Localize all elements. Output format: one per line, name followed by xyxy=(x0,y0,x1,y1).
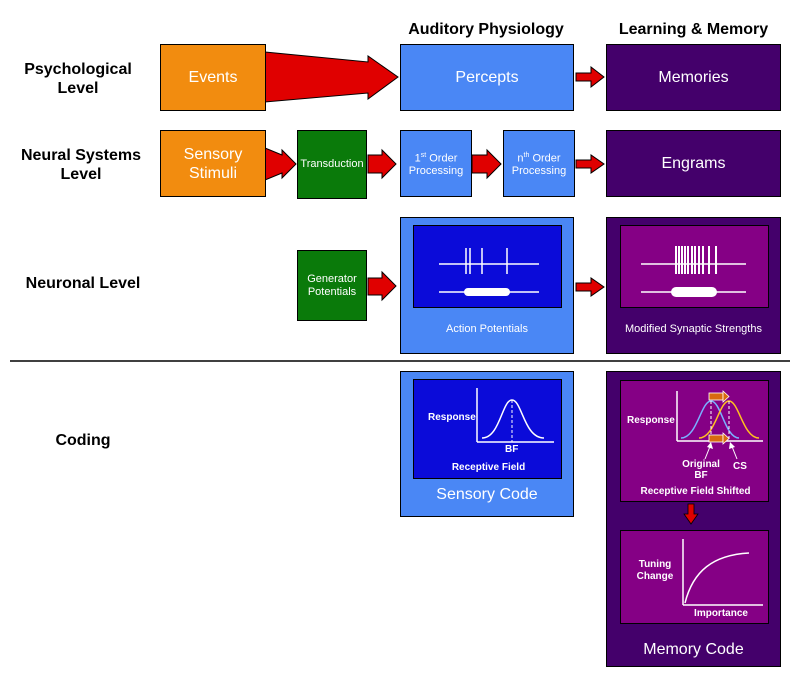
tuning-change-label: Tuning Change xyxy=(636,559,674,582)
action-potentials-label: Action Potentials xyxy=(446,323,528,335)
receptive-field-shifted-panel: Response Original BF CS Receptive Field … xyxy=(620,380,769,502)
arrow-first-to-nth-order xyxy=(471,148,502,180)
tuning-change-panel: Tuning Change Importance xyxy=(620,530,769,624)
shifted-tuning-curves xyxy=(676,390,763,460)
arrow-generator-to-action xyxy=(367,270,397,302)
first-order-processing-box: 1st Order Processing xyxy=(400,130,472,197)
action-potentials-panel xyxy=(413,225,562,308)
tuning-change-curve xyxy=(682,539,763,606)
rfs-response-label: Response xyxy=(627,415,675,426)
generator-potentials-label: Generator Potentials xyxy=(307,272,357,298)
arrow-nth-order-to-engrams xyxy=(575,154,605,174)
sensory-code-title: Sensory Code xyxy=(436,486,538,503)
arrow-events-to-percepts xyxy=(264,51,399,103)
transduction-box: Transduction xyxy=(297,130,367,199)
enhanced-spike-train-graphic xyxy=(641,246,746,297)
arrow-stimuli-to-transduction xyxy=(264,147,297,181)
action-potentials-box: Action Potentials xyxy=(400,217,574,354)
arrow-percepts-to-memories xyxy=(575,65,605,89)
modified-synaptic-box: Modified Synaptic Strengths xyxy=(606,217,781,354)
first-order-processing-label: 1st Order Processing xyxy=(408,151,464,178)
label-neural-systems-level: Neural Systems Level xyxy=(20,147,142,183)
down-arrow xyxy=(683,503,699,525)
receptive-field-panel: Response BF Receptive Field xyxy=(413,379,562,479)
events-label: Events xyxy=(188,69,238,86)
nth-order-processing-box: nth Order Processing xyxy=(503,130,575,197)
cs-label: CS xyxy=(733,461,747,472)
original-bf-label: Original BF xyxy=(682,459,720,481)
header-learning-memory: Learning & Memory xyxy=(618,21,769,38)
spike-train-graphic xyxy=(439,248,539,296)
receptive-field-caption: Receptive Field xyxy=(451,462,526,473)
receptive-field-shifted-caption: Receptive Field Shifted xyxy=(640,486,751,497)
nth-order-processing-label: nth Order Processing xyxy=(511,151,567,178)
transduction-label: Transduction xyxy=(300,158,364,170)
memories-box: Memories xyxy=(606,44,781,111)
engrams-box: Engrams xyxy=(606,130,781,197)
label-psychological-level: Psychological Level xyxy=(24,61,132,97)
label-coding: Coding xyxy=(55,432,111,449)
rf-bf-label: BF xyxy=(505,444,519,455)
generator-potentials-box: Generator Potentials xyxy=(297,250,367,321)
receptive-field-curve xyxy=(476,388,554,443)
events-box: Events xyxy=(160,44,266,111)
rf-response-label: Response xyxy=(428,412,476,423)
sensory-stimuli-label: Sensory Stimuli xyxy=(183,145,243,182)
sensory-code-box: Response BF Receptive Field Sensory Code xyxy=(400,371,574,517)
memory-code-box: Response Original BF CS Receptive Field … xyxy=(606,371,781,667)
arrow-action-to-modified xyxy=(575,277,605,297)
percepts-label: Percepts xyxy=(455,69,519,86)
engrams-label: Engrams xyxy=(661,155,726,172)
label-neuronal-level: Neuronal Level xyxy=(25,275,141,292)
arrow-transduction-to-first-order xyxy=(367,148,397,180)
modified-synaptic-panel xyxy=(620,225,769,308)
importance-label: Importance xyxy=(694,608,748,619)
sensory-stimuli-box: Sensory Stimuli xyxy=(160,130,266,197)
memory-code-title: Memory Code xyxy=(643,641,744,658)
memories-label: Memories xyxy=(658,69,729,86)
modified-synaptic-label: Modified Synaptic Strengths xyxy=(625,323,762,335)
header-auditory-physiology: Auditory Physiology xyxy=(408,21,564,38)
percepts-box: Percepts xyxy=(400,44,574,111)
